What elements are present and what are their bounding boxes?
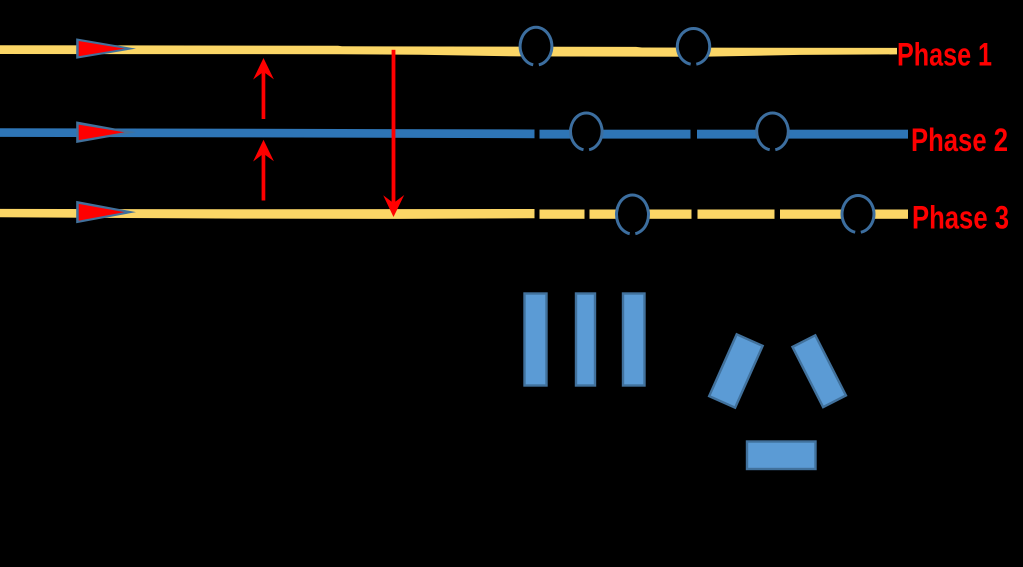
svg-text:Phase 3: Phase 3 [912,200,1009,236]
svg-text:Phase 2: Phase 2 [911,122,1008,158]
svg-text:Phase 1: Phase 1 [897,37,992,73]
